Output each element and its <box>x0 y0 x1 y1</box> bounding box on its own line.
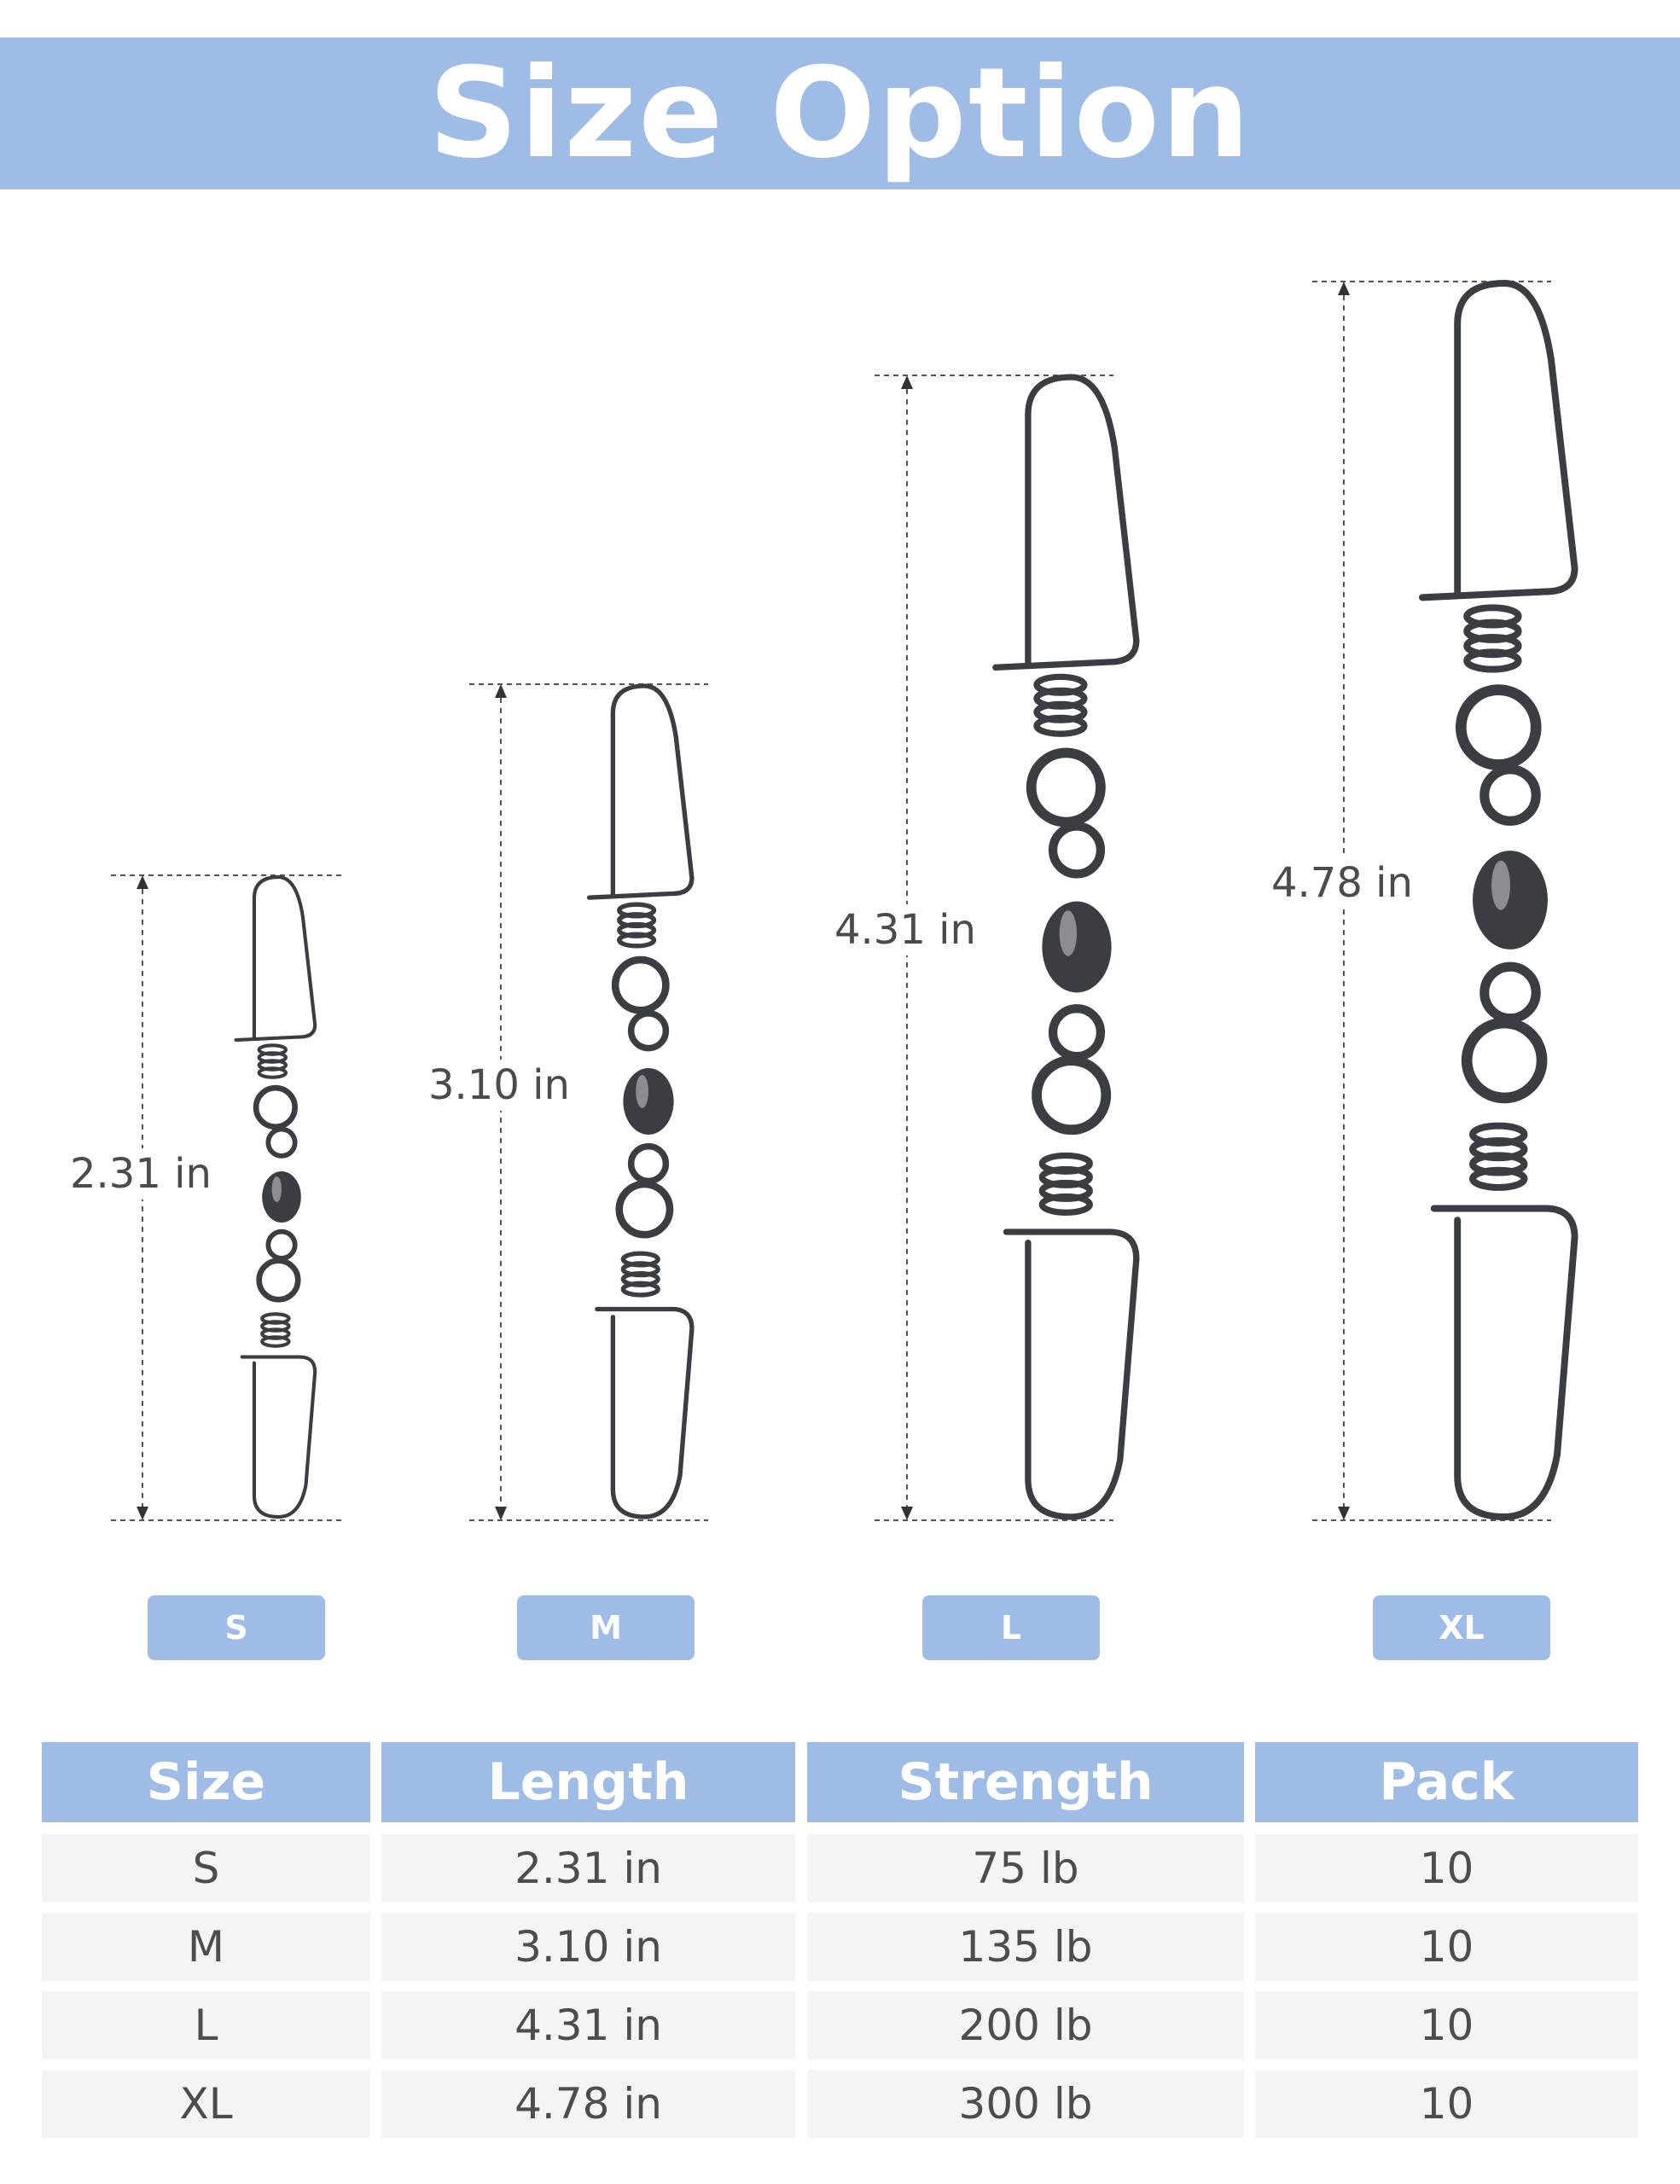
table-cell: M <box>42 1913 370 1981</box>
table-cell: 135 lb <box>807 1913 1244 1981</box>
snap-swivel-s <box>234 874 317 1519</box>
snap-clip-top <box>586 683 695 900</box>
snap-clip-top <box>234 874 317 1043</box>
table-cell: 200 lb <box>807 1991 1244 2059</box>
swivel-ring <box>1479 961 1541 1024</box>
dimension-label-s: 2.31 in <box>65 1148 217 1199</box>
page-title: Size Option <box>428 41 1252 186</box>
wire-coil <box>1033 714 1088 737</box>
table-cell: L <box>42 1991 370 2059</box>
snap-clip-bottom <box>240 1355 317 1519</box>
snap-swivel-l <box>992 374 1140 1520</box>
wire-coil <box>1463 648 1522 673</box>
barrel-highlight <box>271 1176 282 1202</box>
swivel-ring <box>265 1126 298 1159</box>
table-cell: 10 <box>1255 1834 1638 1902</box>
size-badge-s: S <box>148 1595 325 1660</box>
table-cell: 10 <box>1255 1991 1638 2059</box>
wire-coil <box>257 1066 288 1079</box>
table-cell: 3.10 in <box>381 1913 795 1981</box>
swivel-ring <box>253 1084 298 1130</box>
swivel-ring <box>1048 1004 1106 1061</box>
table-cell: 300 lb <box>807 2070 1244 2138</box>
swivel-barrel <box>1473 851 1548 950</box>
swivel-ring <box>611 956 670 1014</box>
barrel-highlight <box>1059 910 1078 956</box>
snap-clip-top <box>992 374 1140 671</box>
swivel-barrel <box>623 1068 674 1135</box>
table-cell: 2.31 in <box>381 1834 795 1902</box>
swivel-barrel <box>1042 901 1112 993</box>
swivel-ring <box>1479 764 1541 826</box>
table-cell: 4.78 in <box>381 2070 795 2138</box>
table-cell: 10 <box>1255 2070 1638 2138</box>
dimension-label-l: 4.31 in <box>829 904 981 956</box>
wire-coil <box>617 932 657 949</box>
product-illustrations <box>111 280 1578 1521</box>
snap-clip-bottom <box>1430 1205 1578 1520</box>
table-cell: S <box>42 1834 370 1902</box>
table-header-strength: Strength <box>807 1742 1244 1822</box>
wire-coil <box>1038 1193 1093 1216</box>
barrel-highlight <box>636 1074 648 1108</box>
swivel-ring <box>1032 1055 1112 1136</box>
swivel-barrel <box>262 1171 301 1223</box>
swivel-ring <box>627 1142 670 1185</box>
table-cell: 4.31 in <box>381 1991 795 2059</box>
barrel-highlight <box>1491 860 1510 910</box>
swivel-ring <box>1048 822 1106 879</box>
swivel-ring <box>1026 747 1106 828</box>
size-badge-m: M <box>517 1595 695 1660</box>
table-header-length: Length <box>381 1742 795 1822</box>
table-header-size: Size <box>42 1742 370 1822</box>
swivel-ring <box>265 1228 298 1261</box>
snap-clip-top <box>1418 280 1578 601</box>
wire-coil <box>1469 1166 1528 1191</box>
swivel-ring <box>1455 684 1542 770</box>
table-cell: 75 lb <box>807 1834 1244 1902</box>
table-cell: 10 <box>1255 1913 1638 1981</box>
size-badge-l: L <box>922 1595 1100 1660</box>
table-cell: XL <box>42 2070 370 2138</box>
snap-swivel-xl <box>1418 280 1578 1520</box>
table-header-pack: Pack <box>1255 1742 1638 1822</box>
title-banner: Size Option <box>0 38 1680 189</box>
wire-coil <box>620 1281 660 1298</box>
size-badge-xl: XL <box>1373 1595 1550 1660</box>
dimension-label-xl: 4.78 in <box>1266 857 1418 909</box>
wire-coil <box>260 1335 291 1348</box>
swivel-ring <box>256 1258 301 1303</box>
snap-clip-bottom <box>1003 1228 1140 1520</box>
swivel-ring <box>615 1180 674 1239</box>
snap-swivel-m <box>586 683 695 1519</box>
swivel-ring <box>1461 1017 1548 1104</box>
dimension-label-m: 3.10 in <box>423 1060 575 1111</box>
swivel-ring <box>627 1010 670 1052</box>
snap-clip-bottom <box>595 1306 695 1519</box>
